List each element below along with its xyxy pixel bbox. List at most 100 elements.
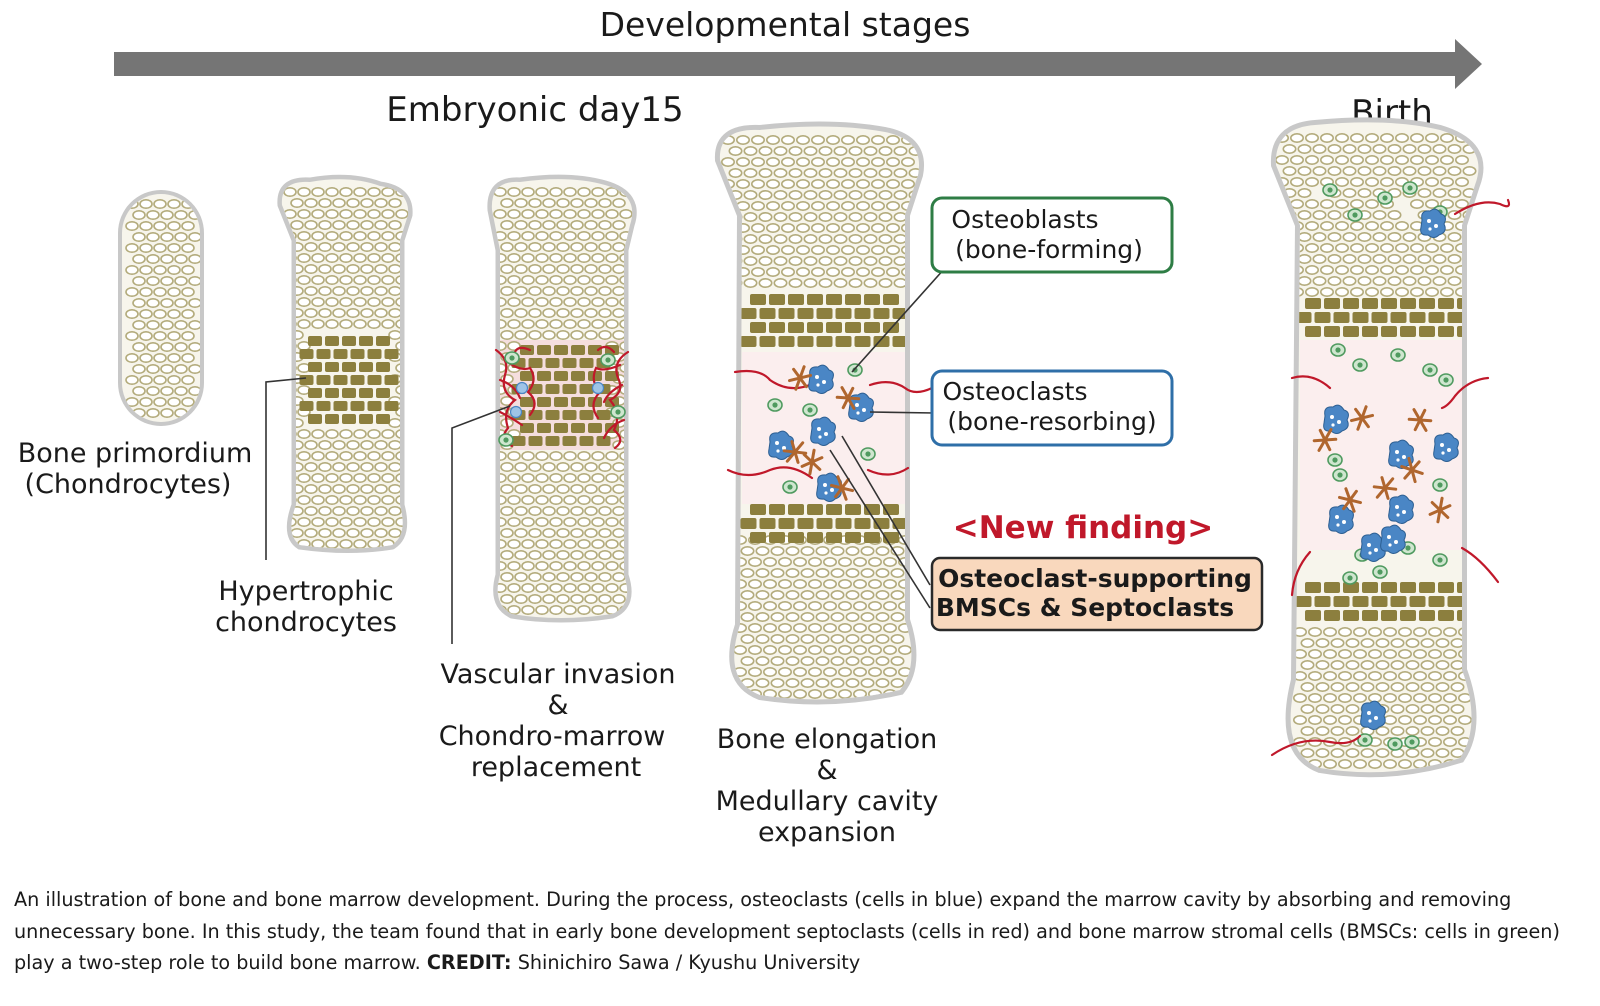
- hypertrophic-cell: [333, 375, 348, 385]
- septoclast-cell: [800, 448, 824, 476]
- label-primordium-1: Bone primordium: [18, 438, 253, 469]
- label-vascular-2: &: [547, 690, 568, 721]
- hypertrophic-cell: [376, 388, 390, 398]
- hypertrophic-cell: [1381, 610, 1397, 621]
- bmsc-cell: [1438, 373, 1454, 387]
- hypertrophic-cell: [1419, 326, 1435, 337]
- hypertrophic-cell: [1343, 582, 1359, 593]
- blood-vessel: [1290, 550, 1312, 597]
- bone-primordium: [118, 190, 204, 426]
- hypertrophic-cell: [1305, 298, 1321, 309]
- caption-credit-value: Shinichiro Sawa / Kyushu University: [517, 951, 861, 974]
- bone-elongation: [720, 126, 934, 699]
- caption-text: An illustration of bone and bone marrow …: [14, 888, 1560, 974]
- septoclast-cell: [782, 440, 808, 464]
- hypertrophic-cell: [788, 532, 804, 543]
- hypertrophic-cell: [308, 362, 322, 372]
- figure-caption: An illustration of bone and bone marrow …: [14, 884, 1589, 979]
- hypertrophic-cell: [596, 410, 611, 420]
- bmsc-cell: [1377, 191, 1393, 205]
- hypertrophic-cell: [571, 345, 585, 355]
- hypertrophic-cell: [384, 401, 399, 411]
- hypertrophic-cell: [554, 371, 568, 381]
- hypertrophic-cell: [892, 308, 909, 319]
- hypertrophic-cell: [1409, 596, 1426, 607]
- hypertrophic-cell: [892, 336, 909, 347]
- hypertrophic-cell: [892, 518, 909, 529]
- blood-vessel: [498, 378, 626, 440]
- osteoclast-cell: [808, 364, 834, 394]
- hypertrophic-cell: [537, 397, 551, 407]
- hypertrophic-cell: [562, 358, 577, 368]
- hypertrophic-cell: [807, 294, 823, 305]
- blood-vessel: [513, 345, 616, 354]
- label-vascular-1: Vascular invasion: [440, 659, 675, 690]
- developmental-stages-arrow: [114, 39, 1482, 89]
- hypertrophic-cell: [1362, 610, 1378, 621]
- bmsc-cell: [1332, 468, 1348, 482]
- blood-vessel: [866, 466, 910, 476]
- osteoclast-cell: [515, 381, 529, 395]
- hypertrophic-cell: [1390, 312, 1407, 323]
- bmsc-cell: [1402, 181, 1418, 195]
- bmsc-cell: [860, 447, 876, 461]
- bmsc-cell: [1432, 478, 1448, 492]
- hypertrophic-cell: [1371, 312, 1388, 323]
- septoclast-cell: [829, 475, 855, 501]
- osteoblasts-title: Osteoblasts: [951, 205, 1098, 234]
- label-elongation-2: &: [816, 755, 837, 786]
- hypertrophic-cell: [537, 371, 551, 381]
- hypertrophic-cell: [1419, 610, 1435, 621]
- hypertrophic-cell: [1333, 596, 1350, 607]
- hypertrophic-cell: [816, 518, 833, 529]
- bmsc-cell: [1352, 358, 1368, 372]
- hypertrophic-cell: [342, 388, 356, 398]
- hypertrophic-cell: [797, 308, 814, 319]
- hypertrophic-cell: [316, 401, 331, 411]
- blood-vessels: [494, 345, 630, 450]
- stage-label-embryonic: Embryonic day15: [386, 90, 683, 130]
- hypertrophic-cell: [873, 308, 890, 319]
- hypertrophic-cell: [554, 397, 568, 407]
- hypertrophic-cell: [759, 336, 776, 347]
- hypertrophic-cell: [750, 504, 766, 515]
- hypertrophic-cell: [864, 532, 880, 543]
- hypertrophic-cell: [797, 336, 814, 347]
- bmsc-cell: [767, 398, 783, 412]
- osteoclasts-title: Osteoclasts: [942, 377, 1087, 406]
- bone-hypertrophic: [282, 179, 408, 548]
- hypertrophic-cell: [1295, 596, 1312, 607]
- arrow-title: Developmental stages: [600, 5, 971, 44]
- septoclast-cell: [1400, 456, 1424, 484]
- hypertrophic-cell: [864, 504, 880, 515]
- hypertrophic-cell: [545, 410, 560, 420]
- hypertrophic-cell: [845, 532, 861, 543]
- hypertrophic-cell: [520, 397, 534, 407]
- osteoclast-cell: [1323, 404, 1349, 434]
- hypertrophic-cell: [807, 322, 823, 333]
- hypertrophic-cell: [1305, 582, 1321, 593]
- hypertrophic-cell: [1419, 298, 1435, 309]
- hypertrophic-cell: [826, 322, 842, 333]
- hypertrophic-cell: [740, 518, 757, 529]
- hypertrophic-cell: [750, 294, 766, 305]
- hypertrophic-cell: [562, 410, 577, 420]
- hypertrophic-cell: [807, 504, 823, 515]
- hypertrophic-cell: [1400, 298, 1416, 309]
- callout-osteoblasts: Osteoblasts (bone-forming): [930, 196, 1174, 274]
- hypertrophic-cell: [588, 423, 602, 433]
- hypertrophic-cell: [1343, 298, 1359, 309]
- hypertrophic-cell: [342, 414, 356, 424]
- hypertrophic-cell: [1438, 582, 1454, 593]
- hypertrophic-cell: [350, 349, 365, 359]
- label-vascular-4: replacement: [471, 752, 641, 783]
- hypertrophic-cell: [1362, 298, 1378, 309]
- hypertrophic-cell: [835, 336, 852, 347]
- hypertrophic-cell: [864, 294, 880, 305]
- hypertrophic-cell: [520, 423, 534, 433]
- hypertrophic-cell: [333, 349, 348, 359]
- blood-vessel: [1290, 375, 1332, 390]
- callout-supporting-cells: Osteoclast-supporting BMSCs & Septoclast…: [930, 556, 1264, 632]
- osteoclast-cell: [1388, 494, 1414, 524]
- hypertrophic-cell: [325, 362, 339, 372]
